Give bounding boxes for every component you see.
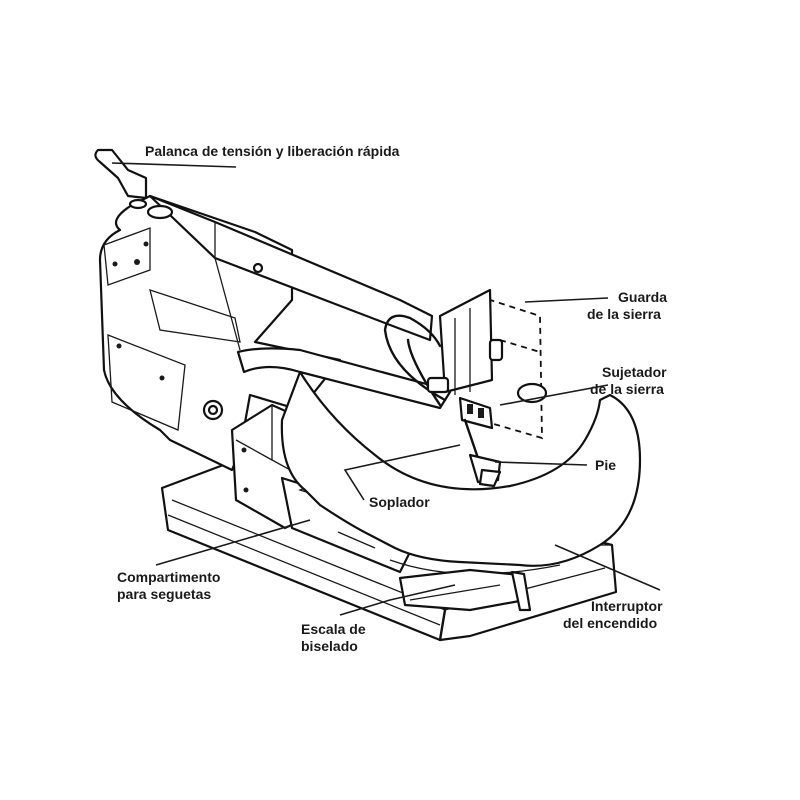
saw-table	[280, 370, 642, 612]
label-blade-holder-line2: de la sierra	[590, 381, 664, 397]
label-blade-holder-line1: Sujetador	[602, 364, 667, 380]
label-bevel-scale-line1: Escala de	[301, 621, 366, 637]
label-bevel-scale-line2: biselado	[301, 638, 358, 654]
callout-foot: Pie	[595, 457, 616, 473]
label-saw-guard-line2: de la sierra	[587, 306, 661, 322]
callout-blade-compartment: Compartimento para seguetas	[117, 569, 220, 602]
label-foot: Pie	[595, 457, 616, 473]
tension-lever	[94, 148, 174, 220]
label-blower: Soplador	[369, 494, 430, 510]
callout-tension-lever: Palanca de tensión y liberación rápida	[145, 143, 400, 159]
callout-saw-guard: Guarda de la sierra	[587, 289, 667, 322]
label-blade-compartment-line2: para seguetas	[117, 586, 211, 602]
callout-blower: Soplador	[369, 494, 430, 510]
label-power-switch-line1: Interruptor	[591, 598, 663, 614]
leader-lines	[111, 162, 661, 616]
label-saw-guard-line1: Guarda	[618, 289, 667, 305]
callout-power-switch: Interruptor del encendido	[563, 598, 663, 631]
label-power-switch-line2: del encendido	[563, 615, 657, 631]
blade-guard-assembly	[383, 288, 548, 488]
callout-bevel-scale: Escala de biselado	[301, 621, 366, 654]
label-blade-compartment-line1: Compartimento	[117, 569, 220, 585]
label-tension-lever: Palanca de tensión y liberación rápida	[145, 143, 400, 159]
callout-blade-holder: Sujetador de la sierra	[590, 364, 667, 397]
